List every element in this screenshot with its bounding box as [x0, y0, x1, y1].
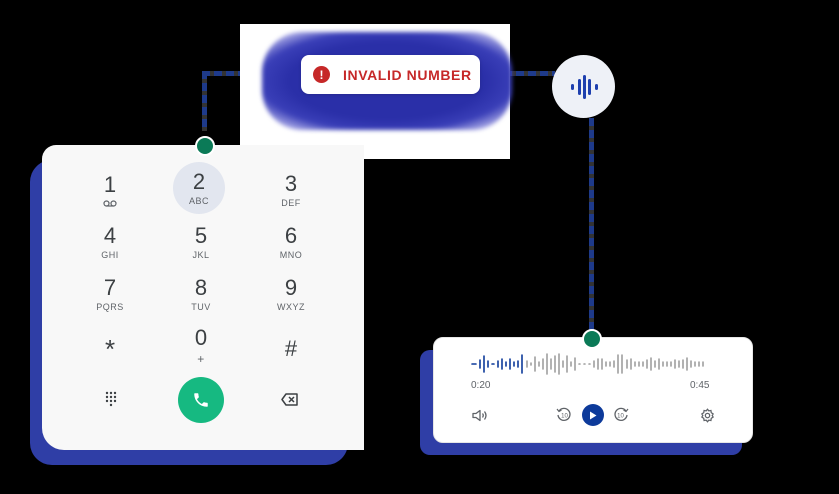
audio-waveform-scrubber[interactable] [470, 352, 720, 376]
phone-icon [194, 393, 208, 407]
key-6[interactable]: 6 MNO [279, 222, 303, 260]
key-1[interactable]: 1 [82, 162, 138, 218]
connector-line [480, 71, 555, 76]
total-time: 0:45 [690, 380, 710, 391]
key-5[interactable]: 5 JKL [192, 222, 210, 260]
invalid-number-alert: ! INVALID NUMBER [301, 55, 480, 94]
connector-dot [582, 329, 602, 349]
key-star[interactable]: * [104, 334, 116, 364]
key-0[interactable]: 0 + [194, 324, 208, 366]
svg-text:10: 10 [617, 414, 624, 420]
settings-icon[interactable] [698, 406, 716, 424]
volume-icon[interactable] [470, 406, 490, 424]
current-time: 0:20 [471, 380, 491, 391]
key-hash[interactable]: # [284, 336, 298, 361]
alert-text: INVALID NUMBER [343, 66, 472, 83]
connector-line [589, 118, 594, 333]
backspace-icon[interactable] [280, 391, 300, 407]
error-icon: ! [313, 66, 330, 83]
key-9[interactable]: 9 WXYZ [277, 274, 305, 312]
svg-text:10: 10 [561, 414, 568, 420]
dialpad-toggle-icon[interactable] [104, 389, 118, 409]
key-7[interactable]: 7 PQRS [96, 274, 124, 312]
key-2[interactable]: 2 ABC [173, 162, 225, 214]
play-icon [590, 411, 597, 419]
voicemail-icon [103, 199, 117, 207]
key-8[interactable]: 8 TUV [191, 274, 211, 312]
call-button[interactable] [178, 377, 224, 423]
rewind-10-icon[interactable]: 10 [555, 406, 573, 424]
connector-line [202, 71, 207, 131]
audio-waveform-icon [552, 55, 615, 118]
forward-10-icon[interactable]: 10 [612, 406, 630, 424]
play-button[interactable] [582, 404, 604, 426]
connector-dot [195, 136, 215, 156]
key-4[interactable]: 4 GHI [101, 222, 119, 260]
key-3[interactable]: 3 DEF [281, 170, 301, 208]
audio-player: 0:20 0:45 10 10 [433, 337, 753, 443]
